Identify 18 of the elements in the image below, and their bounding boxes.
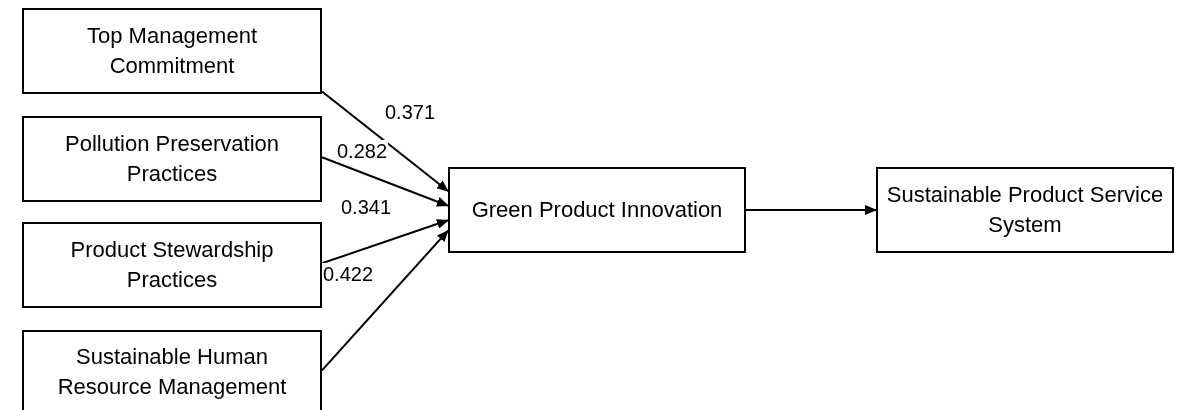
construct-box xyxy=(448,167,746,253)
path-coefficient: 0.282 xyxy=(336,140,389,162)
construct-box xyxy=(876,167,1174,253)
construct-label: Green Product Innovation xyxy=(470,196,724,224)
construct-box xyxy=(22,8,322,94)
construct-box xyxy=(22,222,322,308)
construct-label: Sustainable Human Resource Management xyxy=(56,343,288,401)
construct-label: Product Stewardship Practices xyxy=(69,236,275,294)
arrow xyxy=(321,219,449,265)
construct-box xyxy=(22,330,322,410)
arrow xyxy=(321,229,449,372)
construct-label: Sustainable Product Service System xyxy=(885,181,1165,239)
arrow xyxy=(321,90,449,193)
construct-box xyxy=(22,116,322,202)
arrow xyxy=(321,156,449,207)
arrow xyxy=(745,205,877,215)
construct-label: Top Management Commitment xyxy=(86,22,258,80)
construct-label: Pollution Preservation Practices xyxy=(64,130,280,188)
